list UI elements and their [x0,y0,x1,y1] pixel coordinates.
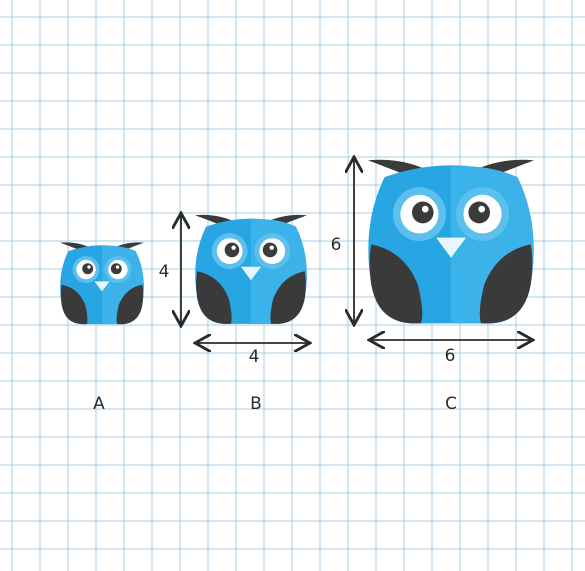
owl-c-width-label: 6 [445,346,456,366]
owl-b [195,215,307,324]
owl-a [60,242,144,324]
owl-c [368,160,534,324]
owl-c-label: C [445,394,457,414]
owl-b-width-label: 4 [249,347,260,367]
owl-c-height-label: 6 [331,235,342,255]
owl-b-height-label: 4 [159,262,170,282]
owl-b-label: B [250,394,262,414]
owl-a-label: A [93,394,105,414]
